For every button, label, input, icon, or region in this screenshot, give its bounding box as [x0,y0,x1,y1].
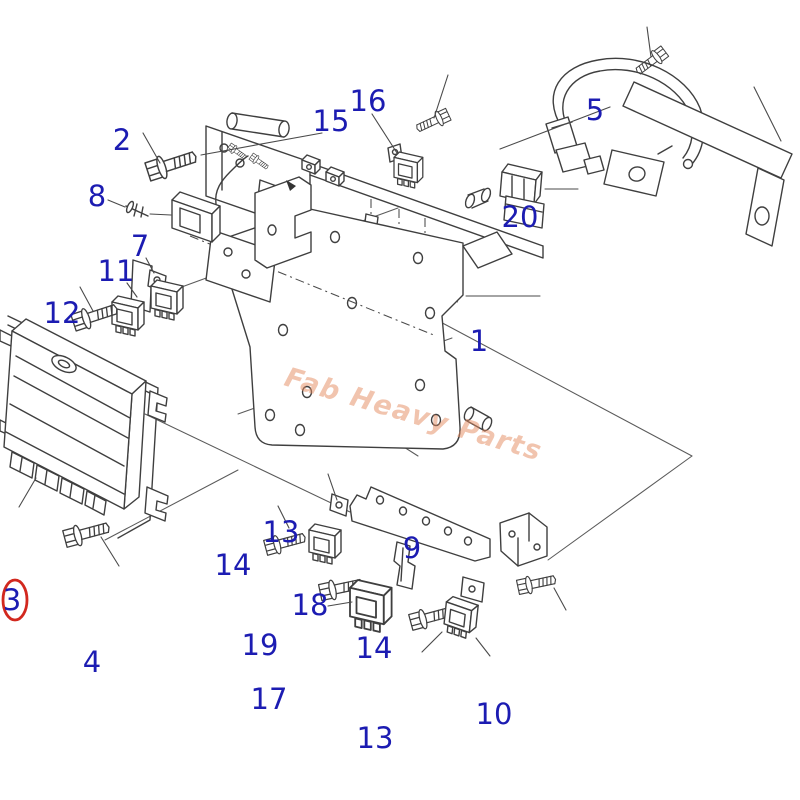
part-callout-11: 11 [98,254,135,288]
part-callout-2: 2 [113,123,131,157]
pin-wedge [286,180,296,191]
part-callout-15: 15 [313,104,350,138]
part-callout-1: 1 [470,324,488,358]
relay-group-7-11 [69,259,184,337]
wire-harness-5 [545,57,705,175]
part-callout-5: 5 [586,93,604,127]
harness-bracket [603,44,793,247]
highlight-ellipse-part-3 [1,578,29,622]
leader-lines [18,26,782,657]
relay-17 [442,595,480,640]
part-callout-7: 7 [131,229,149,263]
part-callout-18: 18 [292,588,329,622]
clip-9 [393,541,416,590]
part-callout-14: 14 [356,631,393,665]
lower-hardware [262,493,558,640]
relay-box-top [171,155,249,243]
part-callout-16: 16 [350,84,387,118]
part-callout-14: 14 [215,548,252,582]
switch-15-16 [387,106,453,189]
connector-20 [499,163,545,229]
relay-7 [150,279,184,321]
part-callout-19: 19 [242,628,279,662]
part-callout-10: 10 [476,697,513,731]
part-callout-13: 13 [263,515,300,549]
screw-5 [631,44,671,79]
lower-rail [349,486,548,567]
part-callout-8: 8 [88,179,106,213]
part-callout-20: 20 [502,200,539,234]
relay-13 [308,523,342,565]
screw-8 [125,200,149,218]
bolt-2 [143,144,201,184]
clamp-bracket [254,176,312,269]
part-callout-3: 3 [3,583,21,617]
part-callout-4: 4 [83,645,101,679]
machine-screws [226,142,296,191]
ecu-controller [3,318,147,516]
part-callout-9: 9 [403,531,421,565]
part-callout-12: 12 [44,296,81,330]
part-callout-17: 17 [251,682,288,716]
relay-11 [111,295,145,337]
part-callout-13: 13 [357,721,394,755]
screw-16 [413,106,453,137]
relay-18 [349,579,393,633]
bolt-10 [515,570,558,597]
ecu-bolt [61,516,113,550]
